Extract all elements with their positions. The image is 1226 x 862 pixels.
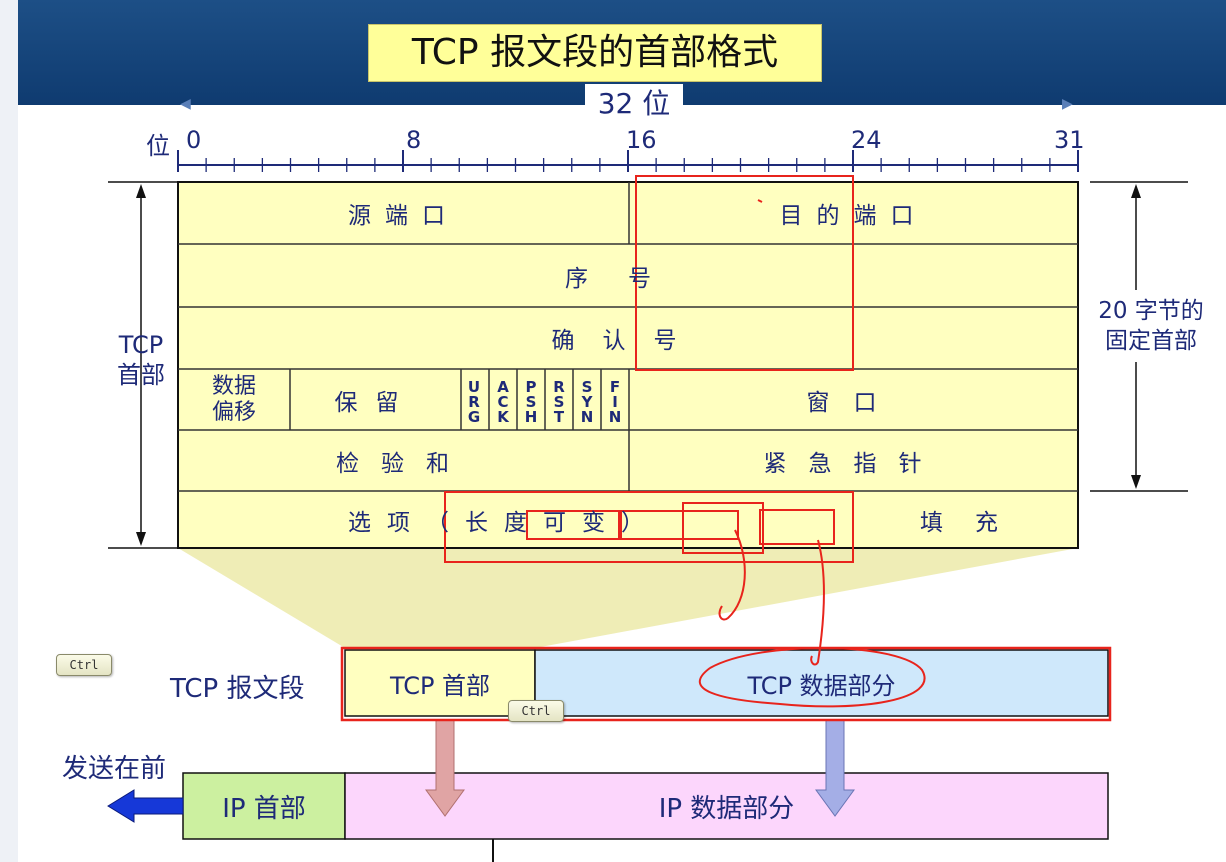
ip-data-box <box>344 772 1109 840</box>
flag-psh: PSH <box>522 377 540 423</box>
field-data-offset: 数据 偏移 <box>178 369 290 430</box>
field-urgent-pointer: 紧急指针 <box>763 450 944 477</box>
tcp-segment-data-label: TCP 数据部分 <box>747 671 896 700</box>
field-window: 窗口 <box>806 389 901 416</box>
fixed-header-side-line1: 20 字节的 <box>1098 298 1204 324</box>
fixed-header-side-label: 20 字节的 固定首部 <box>1086 296 1216 356</box>
ip-data-label: IP 数据部分 <box>658 793 795 824</box>
field-ack-number: 确认号 <box>551 328 705 354</box>
field-checksum: 检验和 <box>336 450 471 477</box>
tcp-segment-data-box <box>534 649 1109 717</box>
field-sequence-number: 序号 <box>565 265 691 292</box>
fixed-header-side-line2: 固定首部 <box>1105 328 1197 354</box>
fixed-header-height-arrow <box>1090 181 1188 492</box>
slide-title: TCP 报文段的首部格式 <box>368 24 822 82</box>
data-offset-line1: 数据 <box>211 373 256 399</box>
ruler-tick-24: 24 <box>851 126 882 154</box>
send-first-arrow-icon <box>107 789 184 823</box>
header-table <box>177 181 1079 549</box>
tcp-segment-header-label: TCP 首部 <box>389 671 491 700</box>
header-projection <box>178 548 1078 648</box>
data-down-arrow-icon <box>815 719 855 817</box>
data-offset-line2: 偏移 <box>211 399 256 425</box>
bits-width-label: 32 位 <box>585 84 683 124</box>
field-padding: 填充 <box>920 509 1030 536</box>
fixed-arrow-up-icon <box>1131 184 1141 198</box>
ctrl-key-overlay: Ctrl <box>508 700 564 722</box>
tcp-header-height-arrow <box>108 181 178 549</box>
tcp-header-arrow-down-icon <box>136 532 146 546</box>
bit-ruler <box>177 150 1079 172</box>
field-dest-port: 目的端口 <box>779 203 928 229</box>
width-arrow-right-icon: ▶ <box>1062 96 1073 112</box>
slide-left-edge <box>0 0 18 862</box>
header-down-arrow-icon <box>425 719 465 817</box>
ruler-tick-8: 8 <box>406 126 422 154</box>
send-first-label: 发送在前 <box>62 754 167 784</box>
ruler-tick-0: 0 <box>186 126 202 154</box>
ip-header-label: IP 首部 <box>222 793 306 824</box>
fixed-arrow-down-icon <box>1131 475 1141 489</box>
tcp-header-side-label: TCP 首部 <box>108 330 174 390</box>
flag-ack: ACK <box>494 377 512 423</box>
tcp-segment-label: TCP 报文段 <box>170 674 305 704</box>
ruler-tick-16: 16 <box>626 126 657 154</box>
flag-rst: RST <box>550 377 568 423</box>
ctrl-key-overlay: Ctrl <box>56 654 112 676</box>
tcp-header-arrow-up-icon <box>136 184 146 198</box>
red-annotations <box>340 175 1112 722</box>
flag-syn: SYN <box>578 377 596 423</box>
field-source-port: 源端口 <box>348 203 459 229</box>
field-options: 选项（长度可变） <box>348 509 660 536</box>
flag-urg: URG <box>465 377 483 423</box>
tcp-header-side-line1: TCP <box>118 331 164 359</box>
tcp-header-side-line2: 首部 <box>117 361 165 389</box>
ruler-tick-31: 31 <box>1054 126 1085 154</box>
flag-fin: FIN <box>606 377 624 423</box>
field-reserved: 保留 <box>334 389 417 416</box>
ruler-unit-label: 位 <box>146 132 170 160</box>
width-arrow-left-icon: ◀ <box>180 96 191 112</box>
